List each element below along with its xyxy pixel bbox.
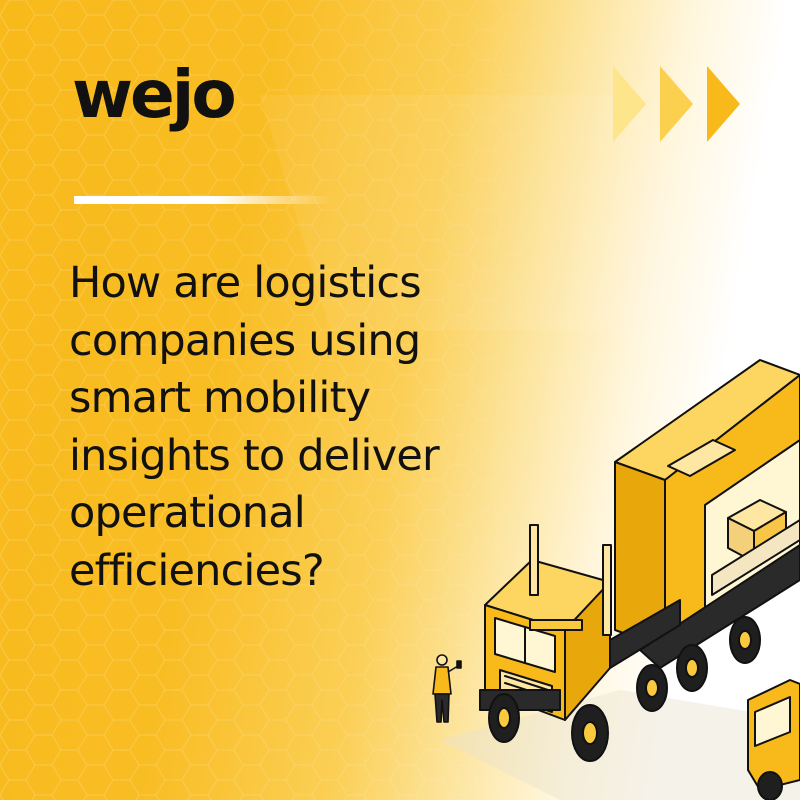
headline-line: smart mobility (69, 373, 371, 423)
headline-line: companies using (69, 315, 421, 366)
headline-line: operational (69, 488, 306, 538)
triple-chevron-arrows-icon (613, 66, 740, 142)
brand-logo: wejo (72, 56, 237, 133)
truck-illustration (432, 359, 800, 800)
headline-line: efficiencies? (69, 545, 325, 596)
headline-line: insights to deliver (69, 430, 440, 481)
title-divider (74, 196, 332, 204)
person-illustration (432, 654, 462, 723)
headline-line: How are logistics (69, 258, 422, 308)
headline: How are logistics companies using smart … (69, 255, 589, 600)
